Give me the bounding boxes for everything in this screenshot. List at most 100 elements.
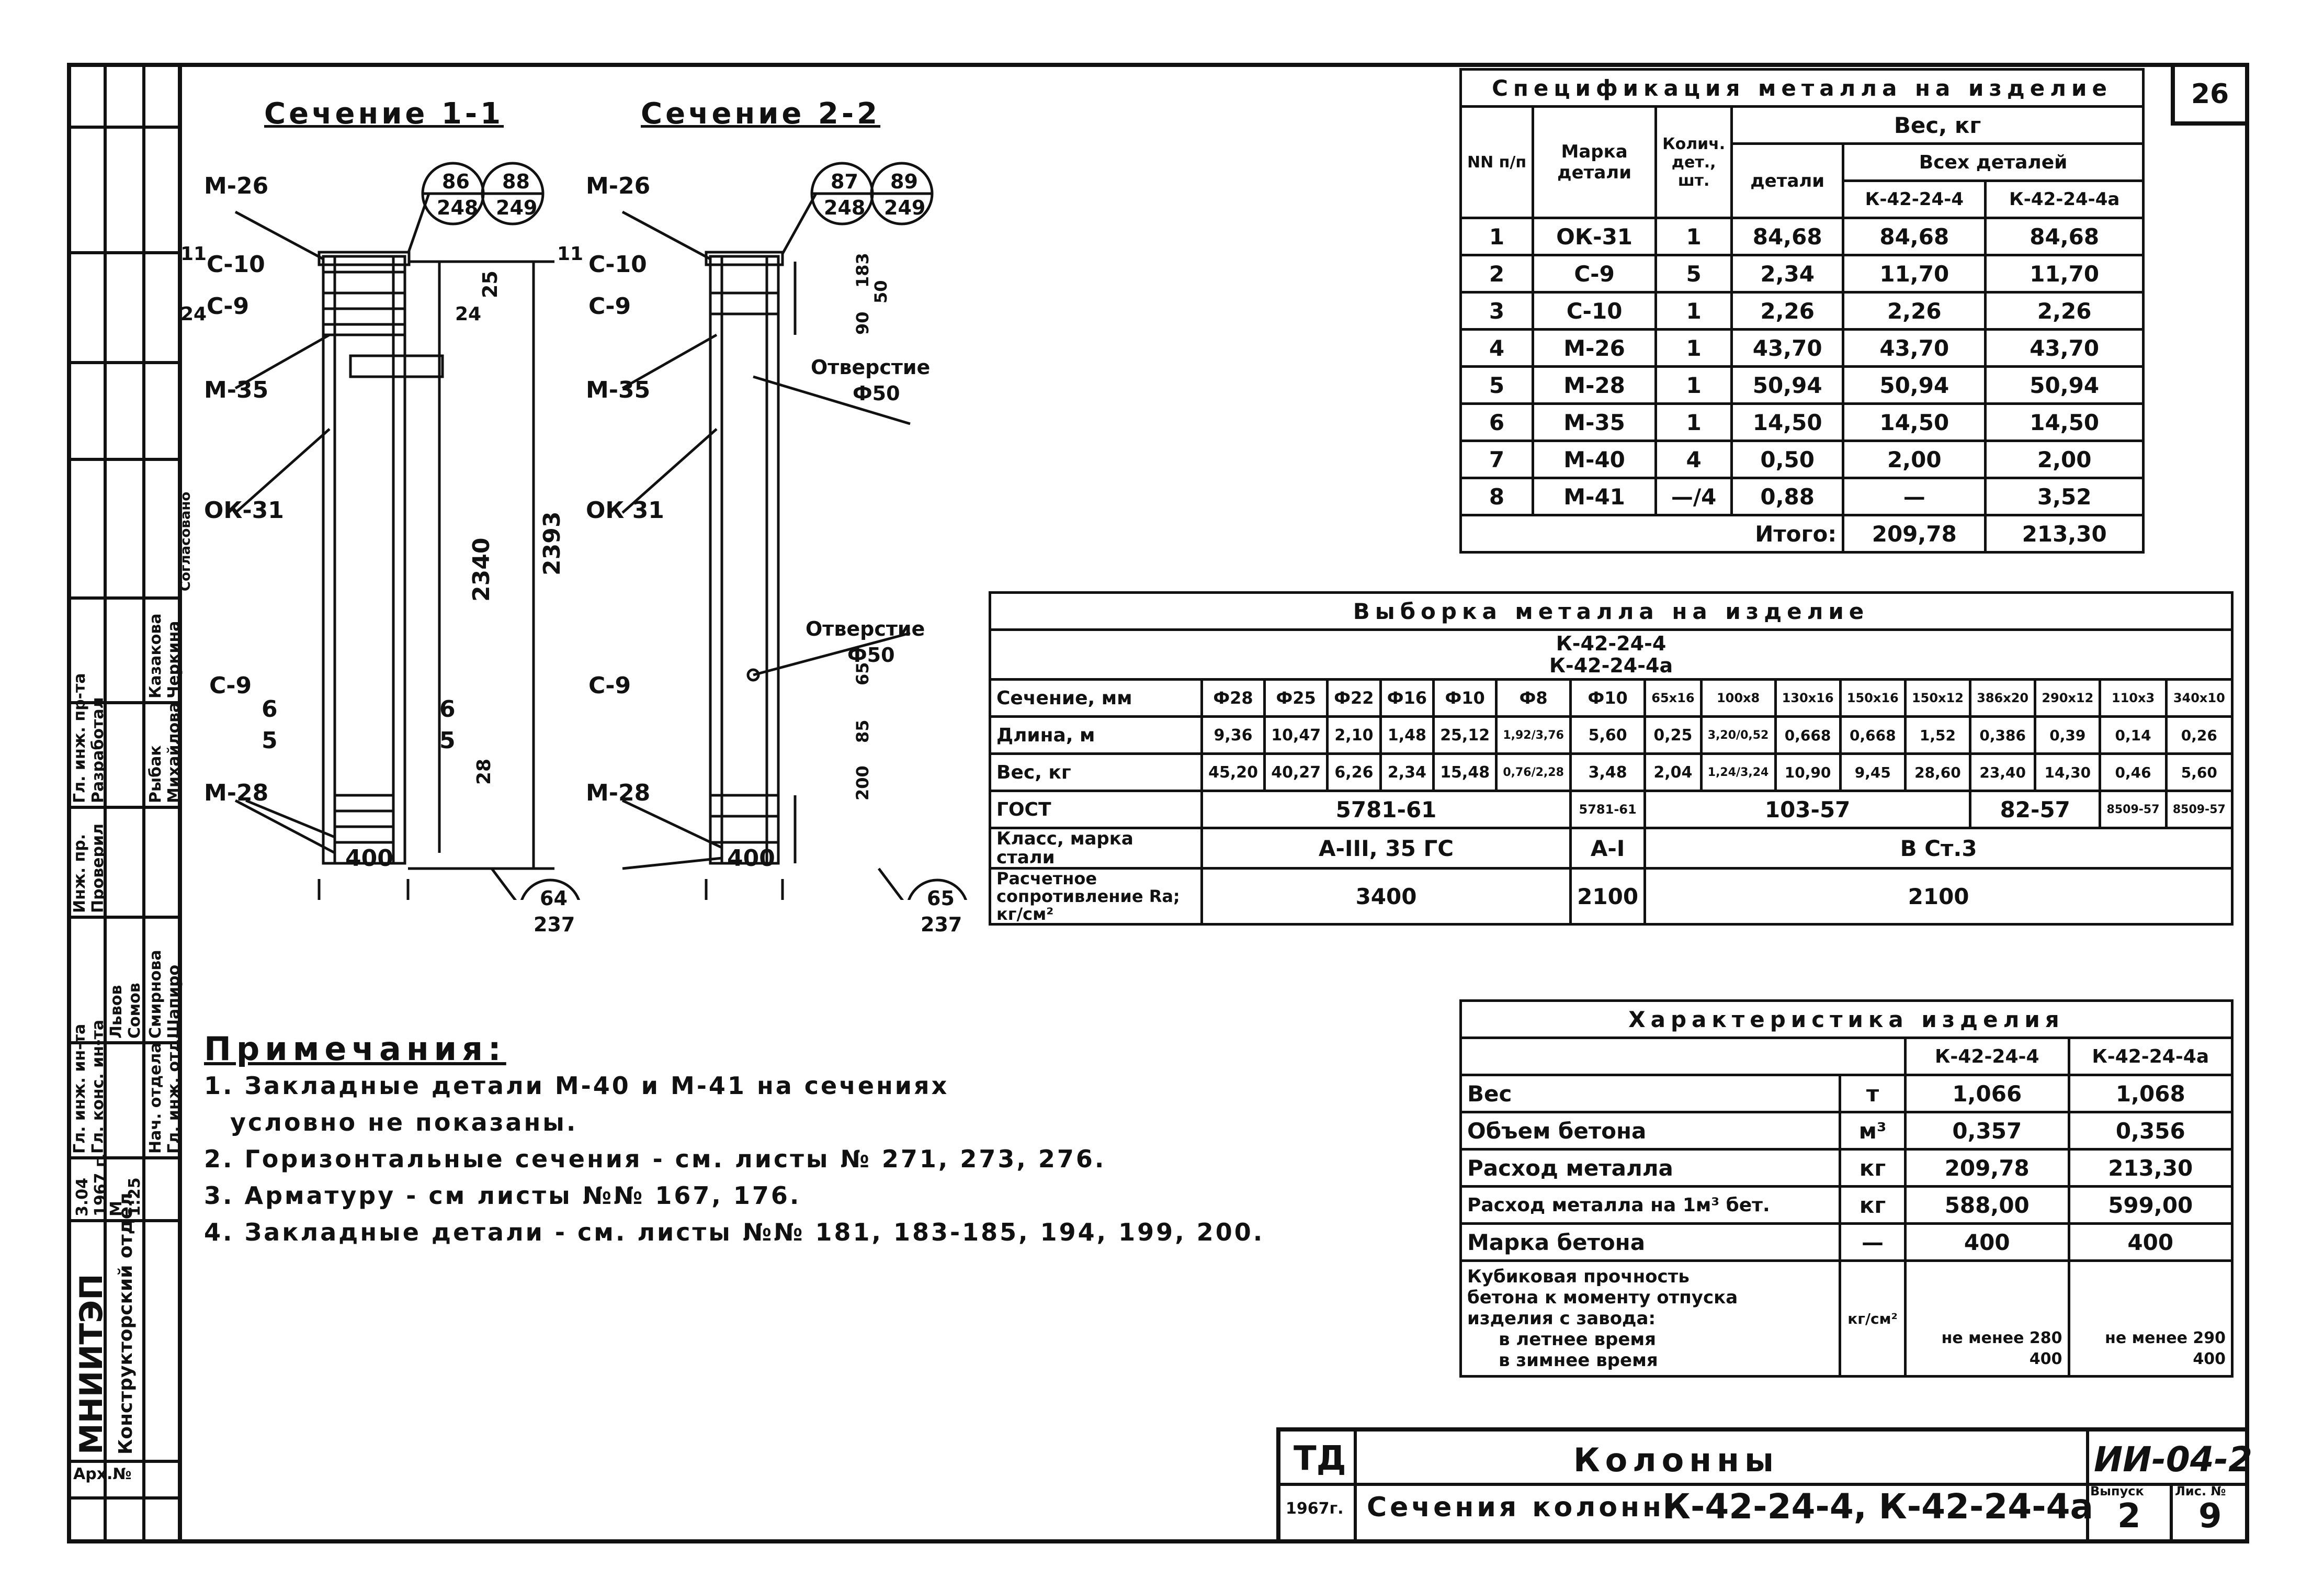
- spec-cell: 50,94: [1842, 365, 1987, 405]
- org-name: МНИИТЭП: [73, 1274, 110, 1455]
- callout-bottom: 237: [534, 913, 575, 936]
- sel-cell: 14,30: [2034, 752, 2102, 792]
- spec-title: Спецификация металла на изделие: [1459, 68, 2145, 108]
- stamp-rule: [1280, 1483, 2245, 1486]
- label-c9: С-9: [207, 293, 250, 320]
- sel-cell: Ф25: [1263, 678, 1329, 718]
- table-row: Сечение, мм Ф28 Ф25 Ф22 Ф16 Ф10 Ф8 Ф10 6…: [989, 678, 2234, 718]
- strip-date: 3.04: [73, 1177, 92, 1216]
- sel-cell: Ф28: [1200, 678, 1266, 718]
- label-m35: М-35: [204, 377, 269, 403]
- sel-cell: 65х16: [1643, 678, 1703, 718]
- stamp-rule: [2170, 1483, 2173, 1539]
- table-row: Класс, марка стали А-III, 35 ГС А-I В Ст…: [989, 827, 2234, 870]
- sel-cell: 5,60: [2164, 752, 2234, 792]
- notes-block: Примечания: 1. Закладные детали М-40 и М…: [204, 1031, 1264, 1250]
- strip-role2: Нач. отдела: [146, 1042, 165, 1154]
- strip-rule: [67, 251, 182, 254]
- table-row: Расход металла на 1м³ бет. кг 588,00 599…: [1459, 1185, 2234, 1225]
- strip-role: Гл. инж. пр-та: [71, 673, 89, 803]
- sel-cell: 103-57: [1643, 790, 1972, 829]
- selection-table: Выборка металла на изделие К-42-24-4 К-4…: [989, 591, 2234, 926]
- strip-rule: [67, 916, 182, 919]
- dim-2393: 2393: [539, 511, 565, 576]
- sel-cell: 386х20: [1969, 678, 2037, 718]
- strip-role: Инж. пр.: [71, 833, 89, 913]
- spec-cell: —: [1842, 477, 1987, 516]
- notes-heading: Примечания:: [204, 1030, 506, 1068]
- char-cell: кг: [1839, 1185, 1907, 1225]
- strip-divider: [104, 63, 107, 1543]
- sel-row-label: Расчетное сопротивление Rа; кг/см²: [989, 867, 1203, 926]
- spec-cell: 3: [1459, 291, 1535, 331]
- strip-rule: [67, 596, 182, 600]
- strip-name: Рыбак: [146, 745, 165, 803]
- strip-role2: Гл. инж. ин-та: [71, 1023, 89, 1154]
- strip-rule: [67, 1219, 182, 1222]
- label-c9: С-9: [588, 293, 631, 320]
- sel-cell: 2,10: [1326, 715, 1382, 755]
- char-cell: Расход металла: [1459, 1148, 1841, 1188]
- callout-top: 86: [442, 170, 470, 193]
- sel-cell: 8509-57: [2099, 790, 2168, 829]
- table-row: 2 С-9 5 2,34 11,70 11,70: [1459, 254, 2145, 294]
- sel-cell: 110х3: [2099, 678, 2168, 718]
- note-3: 3. Арматуру - см листы №№ 167, 176.: [204, 1181, 801, 1210]
- sel-row-label: Сечение, мм: [989, 678, 1203, 718]
- sel-cell: 8509-57: [2164, 790, 2234, 829]
- char-cube-a: не менее 280 400: [1904, 1259, 2070, 1378]
- sections-drawing: [234, 162, 968, 900]
- table-row: Кубиковая прочность бетона к моменту отп…: [1459, 1259, 2234, 1378]
- callout-top: 87: [831, 170, 858, 193]
- label-m35: М-35: [586, 377, 651, 403]
- sel-cell: 0,668: [1839, 715, 1907, 755]
- dim-2340: 2340: [468, 537, 495, 602]
- spec-h-part: детали: [1730, 142, 1845, 219]
- spec-cell: 5: [1654, 254, 1733, 294]
- spec-cell: 84,68: [1730, 217, 1845, 256]
- sel-cell: 10,90: [1774, 752, 1842, 792]
- table-row: 6 М-35 1 14,50 14,50 14,50: [1459, 402, 2145, 442]
- spec-cell: С-10: [1532, 291, 1658, 331]
- sel-cell: 1,48: [1379, 715, 1435, 755]
- cube-line: изделия с завода:: [1467, 1308, 1656, 1329]
- spec-cell: 0,88: [1730, 477, 1845, 516]
- left-title-strip: [67, 63, 182, 1543]
- hole-diameter: Ф50: [853, 382, 900, 405]
- sel-cell: 2100: [1569, 867, 1647, 926]
- dim-24: 24: [180, 303, 207, 325]
- label-c10: С-10: [588, 251, 647, 278]
- spec-cell: С-9: [1532, 254, 1658, 294]
- char-cell: Вес: [1459, 1074, 1841, 1113]
- table-row: ГОСТ 5781-61 5781-61 103-57 82-57 8509-5…: [989, 790, 2234, 829]
- callout-top: 89: [890, 170, 918, 193]
- char-cube-label: Кубиковая прочность бетона к моменту отп…: [1459, 1259, 1841, 1378]
- char-cell: 599,00: [2067, 1185, 2234, 1225]
- table-row: 5 М-28 1 50,94 50,94 50,94: [1459, 365, 2145, 405]
- sel-cell: 9,45: [1839, 752, 1907, 792]
- stamp-codes: К-42-24-4, К-42-24-4а: [1662, 1486, 2094, 1527]
- label-m28: М-28: [204, 780, 269, 806]
- sel-cell: 25,12: [1432, 715, 1498, 755]
- sel-title: Выборка металла на изделие: [989, 591, 2234, 631]
- table-row: 1 ОК-31 1 84,68 84,68 84,68: [1459, 217, 2145, 256]
- dim-65: 65: [853, 662, 872, 685]
- spec-cell: 2,26: [1730, 291, 1845, 331]
- stamp-year: 1967г.: [1286, 1500, 1344, 1518]
- sel-cell: 0,386: [1969, 715, 2037, 755]
- spec-cell: 2,26: [1842, 291, 1987, 331]
- table-row: 7 М-40 4 0,50 2,00 2,00: [1459, 439, 2145, 479]
- sel-cell: 340х10: [2164, 678, 2234, 718]
- table-row: Расчетное сопротивление Rа; кг/см² 3400 …: [989, 867, 2234, 926]
- label-ok31: ОК-31: [204, 497, 284, 524]
- sel-cell: 40,27: [1263, 752, 1329, 792]
- spec-total-b: 213,30: [1984, 514, 2145, 554]
- spec-cell: 4: [1654, 439, 1733, 479]
- char-cell: м³: [1839, 1111, 1907, 1151]
- spec-h-k1: К-42-24-4: [1842, 179, 1987, 219]
- strip-rule: [67, 1041, 182, 1044]
- sel-cell: 0,14: [2099, 715, 2168, 755]
- char-cell: Расход металла на 1м³ бет.: [1459, 1185, 1841, 1225]
- dim-85: 85: [853, 719, 872, 743]
- stamp-issue: 2: [2117, 1497, 2141, 1536]
